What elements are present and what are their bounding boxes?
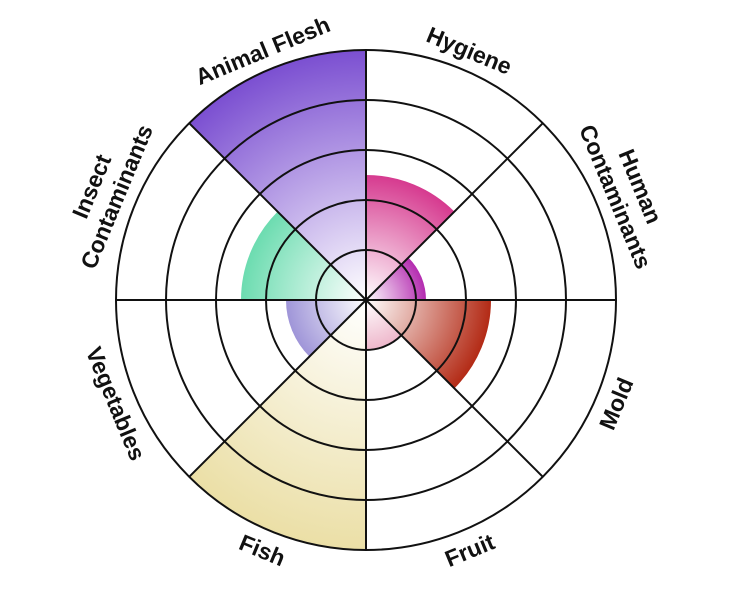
sector-human-contaminants	[366, 257, 426, 300]
category-label-vegetables: Vegetables	[81, 343, 151, 464]
grid-spoke-8	[188, 122, 367, 301]
category-label-vegetables-line-1: Vegetables	[81, 343, 151, 464]
category-label-mold-line-1: Mold	[594, 374, 639, 434]
sector-vegetables	[286, 300, 366, 357]
category-label-hygiene-line-1: Hygiene	[423, 21, 516, 79]
category-label-mold: Mold	[594, 374, 639, 434]
category-label-hygiene: Hygiene	[423, 21, 516, 79]
sector-hygiene	[366, 175, 455, 300]
grid-spoke-6	[188, 299, 367, 478]
sector-insect-contaminants	[241, 211, 366, 300]
sector-mold	[366, 300, 491, 389]
sectors-layer	[189, 50, 491, 550]
sector-fruit	[366, 300, 402, 350]
sector-animal-flesh	[189, 50, 366, 300]
sector-fish	[189, 300, 366, 550]
grid-spoke-4	[365, 299, 544, 478]
grid-spoke-2	[365, 122, 544, 301]
grid-layer	[115, 49, 617, 551]
